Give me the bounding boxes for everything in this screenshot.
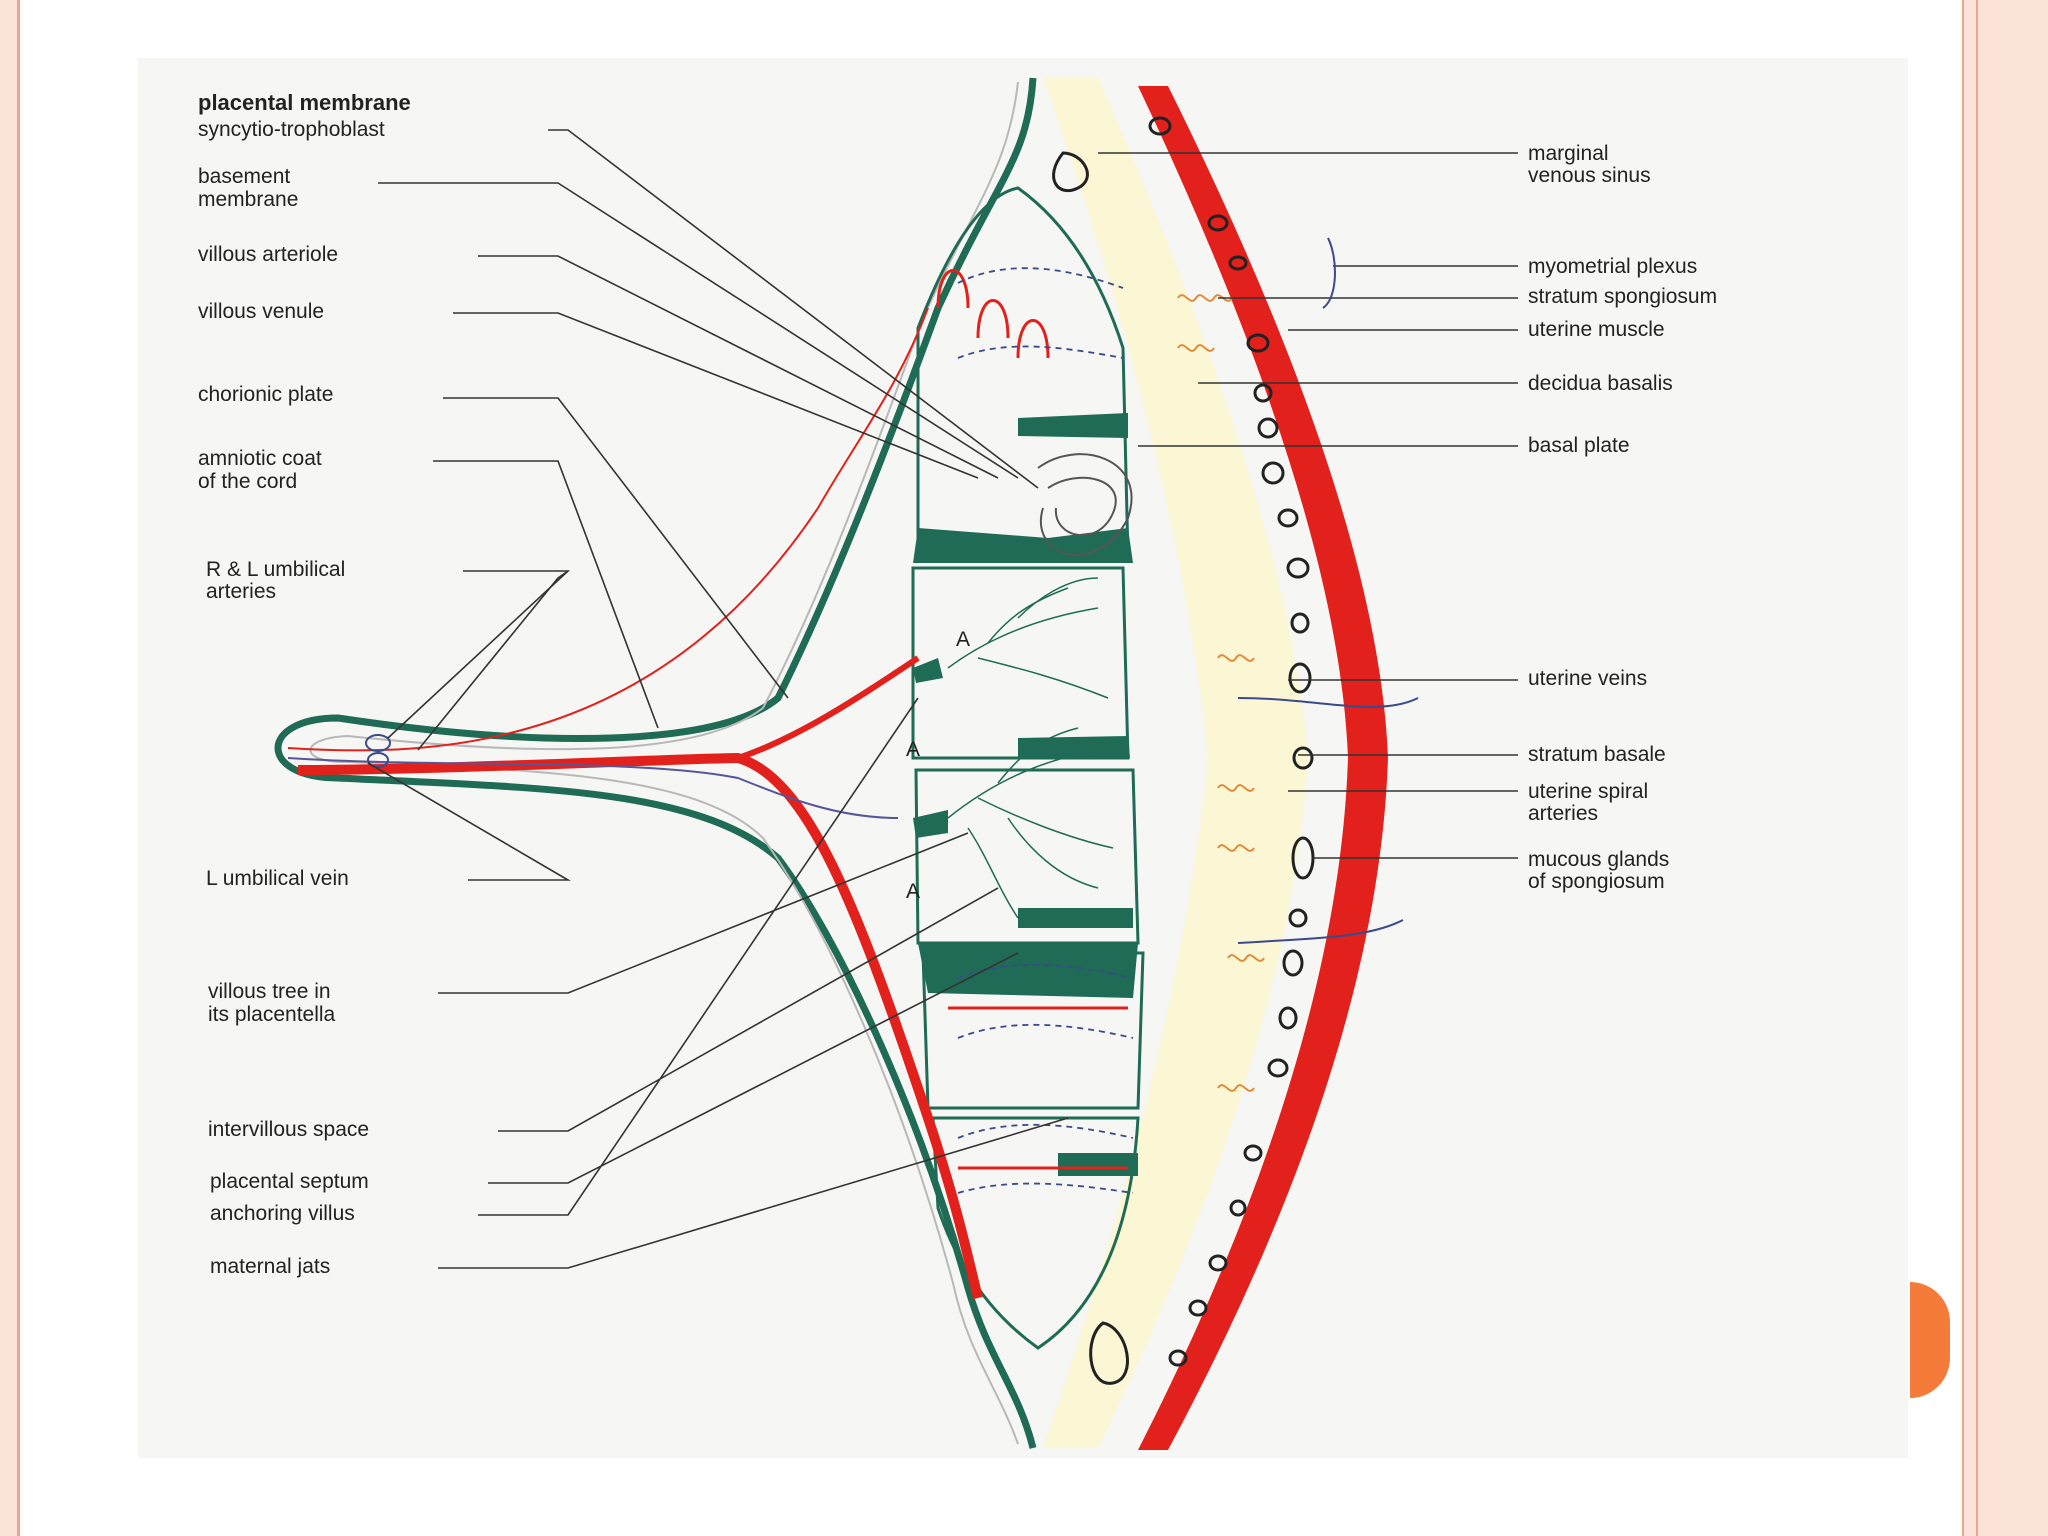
semicircle-bullet-icon	[1910, 1282, 1950, 1398]
label-villous-tree: villous tree in	[208, 980, 331, 1003]
artery-letter: A	[906, 738, 920, 761]
label-myometrial-plexus: myometrial plexus	[1528, 255, 1697, 278]
label-villous-venule: villous venule	[198, 300, 324, 323]
umbilical-artery-branch	[737, 655, 920, 761]
uterine-vein-line	[1237, 919, 1404, 944]
right-leader-lines	[1098, 152, 1518, 859]
border-line	[1962, 0, 1964, 1536]
label-basal-plate: basal plate	[1528, 434, 1630, 457]
placenta-diagram: A A A placental membrane syncytio-tropho…	[198, 77, 1717, 1450]
label-maternal-jets: maternal jats	[210, 1255, 330, 1278]
umbilical-vein	[287, 757, 899, 819]
placenta-diagram-figure: A A A placental membrane syncytio-tropho…	[138, 58, 1908, 1458]
mucous-glands	[1148, 116, 1315, 1367]
label-umbilical-vein: L umbilical vein	[206, 867, 349, 890]
label-marginal-sinus: marginal	[1528, 142, 1609, 165]
placental-septum	[1018, 413, 1128, 438]
label-uterine-veins: uterine veins	[1528, 667, 1647, 690]
label-amniotic-coat: amniotic coat	[198, 447, 322, 470]
label-spiral-arteries: arteries	[1528, 802, 1598, 825]
decidua-basalis-region	[1043, 78, 1308, 1448]
label-stratum-spongiosum: stratum spongiosum	[1528, 285, 1717, 308]
label-villous-arteriole: villous arteriole	[198, 243, 338, 266]
placental-septum	[1018, 736, 1130, 758]
label-mucous-glands: mucous glands	[1528, 848, 1669, 871]
umbilical-vessel-thin	[287, 307, 929, 752]
slide-left-border	[0, 0, 20, 1536]
label-spiral-arteries: uterine spiral	[1528, 780, 1648, 803]
placental-septum	[918, 943, 1138, 998]
label-mucous-glands: of spongiosum	[1528, 870, 1665, 893]
maternal-flow-dashes	[957, 267, 1134, 1194]
basal-plate-loop	[1047, 476, 1117, 537]
villous-tree	[947, 577, 1114, 919]
uterine-muscle-band	[1138, 86, 1388, 1450]
left-leader-lines	[367, 129, 1069, 1269]
label-syncytiotrophoblast: syncytio-trophoblast	[198, 118, 385, 141]
placental-septum	[1058, 1153, 1138, 1176]
label-uterine-muscle: uterine muscle	[1528, 318, 1665, 341]
basal-plate-loop	[1037, 453, 1133, 556]
label-placental-membrane: placental membrane	[198, 90, 411, 115]
uterine-vein-line	[1237, 697, 1419, 708]
label-anchoring-villus: anchoring villus	[210, 1202, 355, 1225]
label-basement-membrane: membrane	[198, 188, 298, 211]
cotyledon-middle	[911, 566, 1130, 760]
artery-letter: A	[906, 880, 920, 903]
label-intervillous-space: intervillous space	[208, 1118, 369, 1141]
slide-right-border	[1962, 0, 2048, 1536]
chorionic-membrane	[274, 77, 1037, 1449]
label-marginal-sinus: venous sinus	[1528, 164, 1651, 187]
artery-letter: A	[956, 628, 970, 651]
cotyledon-bottom	[931, 1116, 1140, 1350]
label-decidua-basalis: decidua basalis	[1528, 372, 1673, 395]
cotyledon-upper	[916, 186, 1130, 560]
label-amniotic-coat: of the cord	[198, 470, 297, 493]
label-basement-membrane: basement	[198, 165, 290, 188]
label-chorionic-plate: chorionic plate	[198, 383, 333, 406]
label-placental-septum: placental septum	[210, 1170, 369, 1193]
cord-cross-section	[365, 734, 391, 752]
label-stratum-basale: stratum basale	[1528, 743, 1666, 766]
uterine-spiral-arteries	[1177, 294, 1265, 1092]
cord-cross-section	[367, 752, 389, 768]
myometrial-plexus	[1322, 237, 1336, 309]
placental-septum	[1018, 908, 1133, 928]
label-umbilical-arteries: arteries	[206, 580, 276, 603]
maternal-jets	[936, 269, 1128, 1170]
anchoring-villus	[913, 658, 943, 683]
placental-septum	[913, 528, 1133, 563]
label-umbilical-arteries: R & L umbilical	[206, 558, 345, 581]
marginal-venous-sinus	[1089, 1321, 1129, 1385]
marginal-venous-sinus	[1052, 151, 1089, 192]
label-villous-tree: its placentella	[208, 1003, 336, 1026]
anchoring-villus	[913, 810, 948, 838]
border-line	[1976, 0, 1978, 1536]
